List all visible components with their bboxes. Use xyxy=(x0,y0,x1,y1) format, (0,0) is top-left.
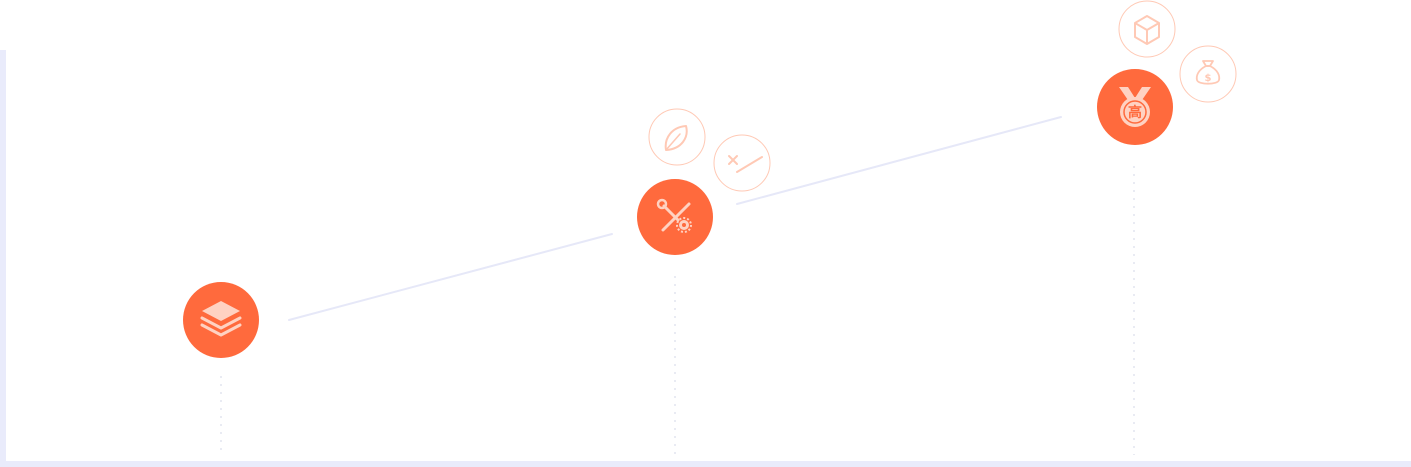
money-bag-icon: $ xyxy=(1195,60,1221,85)
multiply-slash-icon xyxy=(728,155,763,173)
connector-line-1-2 xyxy=(288,233,613,321)
step-2-node xyxy=(637,179,713,255)
satellite-cube xyxy=(1118,0,1176,58)
satellite-money-bag: $ xyxy=(1179,45,1237,103)
connector-line-2-3 xyxy=(736,116,1062,205)
medal-icon: 高 xyxy=(1119,87,1151,127)
stack-layers-icon xyxy=(200,301,242,337)
step-1-node xyxy=(183,282,259,358)
cube-icon xyxy=(1134,15,1160,45)
wrench-screwdriver-gear-icon xyxy=(656,198,692,233)
medal-badge-text: 高 xyxy=(1128,104,1142,121)
step-3-node: 高 xyxy=(1097,69,1173,145)
frame-left-border xyxy=(0,50,6,467)
satellite-multiply xyxy=(713,134,771,192)
leaf-icon xyxy=(664,125,688,151)
svg-text:$: $ xyxy=(1205,73,1212,84)
satellite-leaf xyxy=(648,108,706,166)
frame-bottom-border xyxy=(0,461,1411,467)
